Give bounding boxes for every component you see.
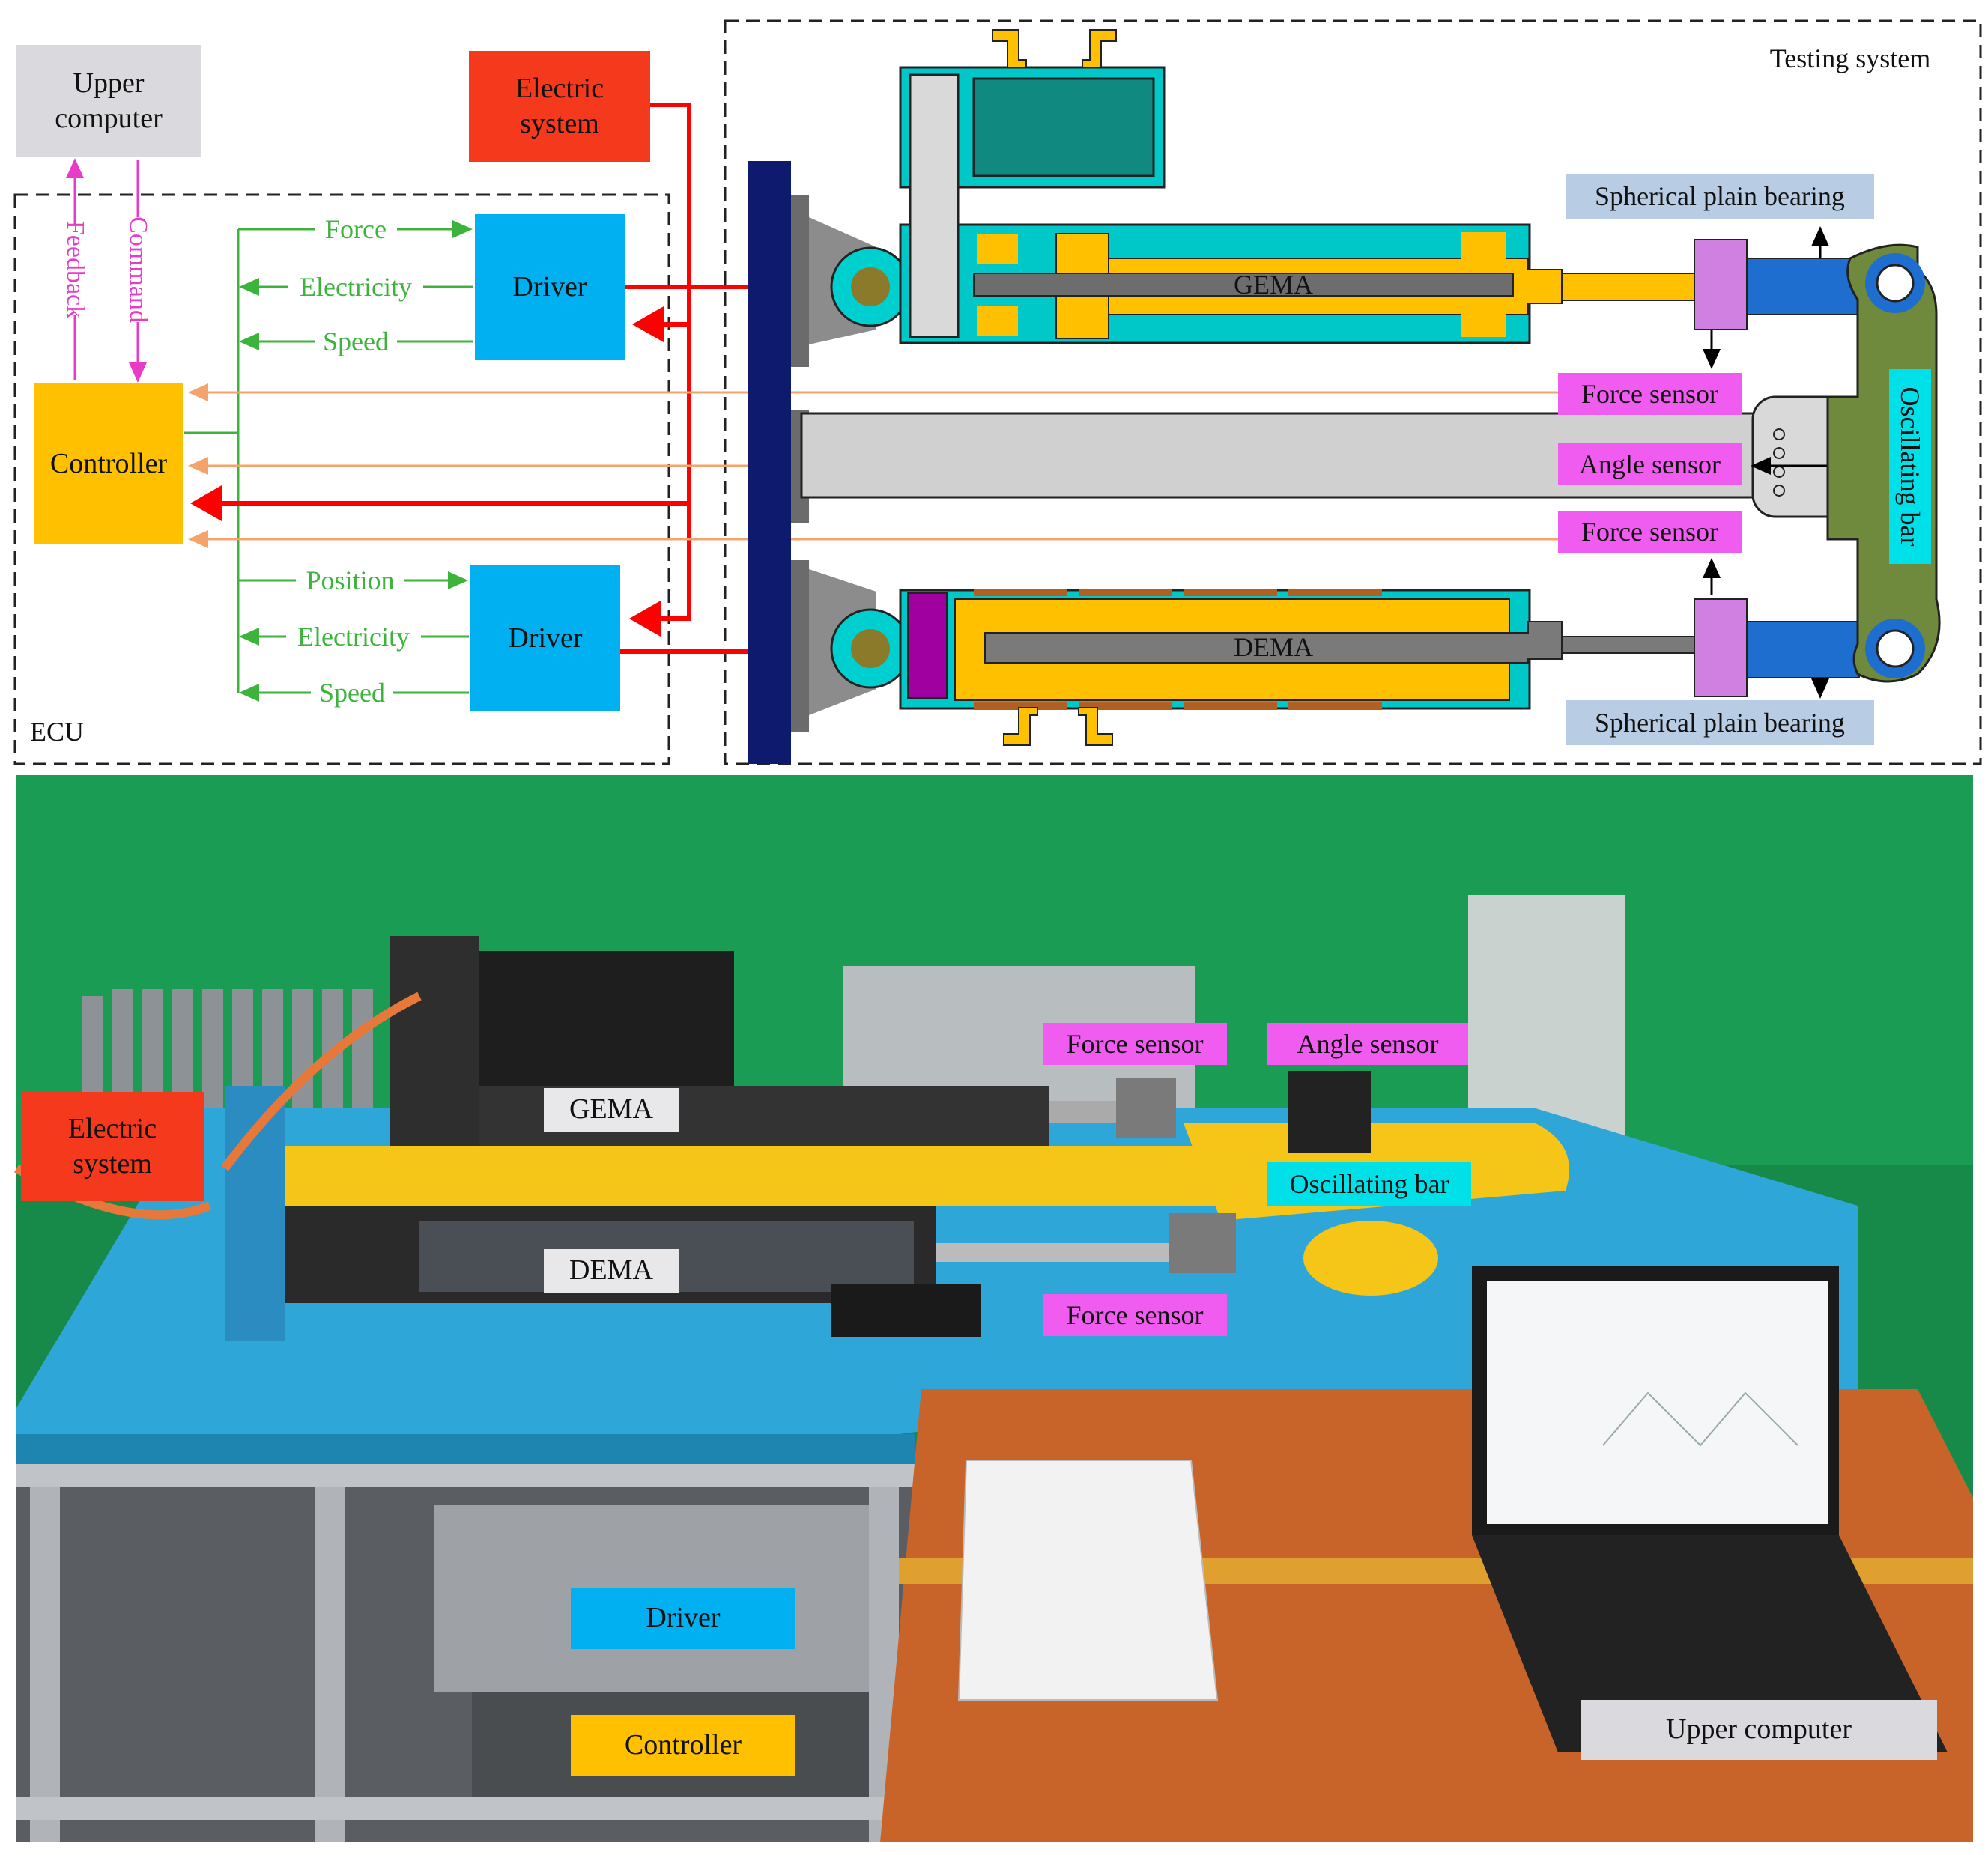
command-label: Command bbox=[123, 216, 153, 323]
driver-top-label: Driver bbox=[512, 270, 587, 303]
dema-label: DEMA bbox=[1234, 631, 1313, 662]
feedback-label: Feedback bbox=[60, 221, 90, 318]
controller-label: Controller bbox=[49, 447, 168, 479]
signal-electricity-bottom: Electricity bbox=[286, 620, 421, 653]
force-sensor-top-label: Force sensor bbox=[1558, 373, 1742, 415]
dema-actuator bbox=[809, 569, 1697, 746]
yellow-bar bbox=[285, 1146, 1221, 1206]
signal-speed-bottom: Speed bbox=[311, 676, 393, 709]
photo-gema-label: GEMA bbox=[544, 1088, 679, 1132]
upper-computer-block bbox=[16, 45, 201, 157]
electric-system-label: Electric system bbox=[515, 72, 604, 140]
gema-photo-motor bbox=[390, 936, 479, 1146]
photo-upper-computer-label: Upper computer bbox=[1581, 1700, 1937, 1760]
gema-actuator bbox=[809, 29, 1697, 344]
force-sensor-bottom-label: Force sensor bbox=[1558, 511, 1742, 553]
photo-driver-label: Driver bbox=[571, 1588, 795, 1649]
photo-electric-system-label: Electric system bbox=[21, 1092, 204, 1201]
testing-system-label: Testing system bbox=[1769, 43, 1931, 73]
signal-speed-top: Speed bbox=[315, 325, 397, 358]
bearing-top-shape bbox=[1746, 258, 1860, 315]
signal-position: Position bbox=[296, 564, 404, 597]
signal-electricity-top: Electricity bbox=[288, 270, 423, 303]
ecu-frame bbox=[13, 193, 670, 765]
driver-bottom-label: Driver bbox=[508, 622, 583, 654]
testing-system-frame bbox=[724, 19, 1982, 765]
photo-dema-label: DEMA bbox=[544, 1249, 679, 1293]
photo-force-sensor-top-label: Force sensor bbox=[1043, 1023, 1227, 1065]
oscillating-bar-label: Oscillating bar bbox=[1889, 369, 1931, 564]
photo-angle-sensor-label: Angle sensor bbox=[1267, 1023, 1468, 1065]
bearing-bottom-shape bbox=[1746, 621, 1860, 678]
ecu-label: ECU bbox=[30, 716, 84, 747]
angle-sensor-label: Angle sensor bbox=[1558, 443, 1742, 485]
force-sensor-top-shape bbox=[1694, 239, 1748, 330]
oscillating-bar-shape bbox=[1826, 243, 1941, 683]
mounting-wall bbox=[748, 161, 791, 764]
block-diagram bbox=[13, 19, 1982, 765]
upper-computer-label: Upper computer bbox=[55, 67, 163, 135]
upper-mount-plate bbox=[791, 195, 809, 367]
spherical-bearing-top-label: Spherical plain bearing bbox=[1566, 174, 1874, 219]
electric-system-block bbox=[469, 51, 650, 162]
photo-force-sensor-bottom-label: Force sensor bbox=[1043, 1294, 1227, 1336]
spherical-bearing-bottom-label: Spherical plain bearing bbox=[1566, 700, 1874, 745]
lower-mount-plate bbox=[791, 560, 809, 732]
laptop-keyboard bbox=[1472, 1535, 1948, 1752]
driver-bottom-block bbox=[470, 565, 620, 711]
photo-controller-label: Controller bbox=[571, 1715, 795, 1776]
force-sensor-bottom-shape bbox=[1694, 598, 1748, 697]
gema-label: GEMA bbox=[1234, 269, 1313, 300]
signal-force: Force bbox=[315, 213, 397, 246]
driver-top-block bbox=[475, 214, 625, 360]
controller-block bbox=[34, 383, 183, 544]
papers bbox=[957, 1460, 1219, 1701]
photo-oscillating-bar-label: Oscillating bar bbox=[1267, 1162, 1471, 1206]
test-bench-photo bbox=[14, 775, 1973, 1842]
